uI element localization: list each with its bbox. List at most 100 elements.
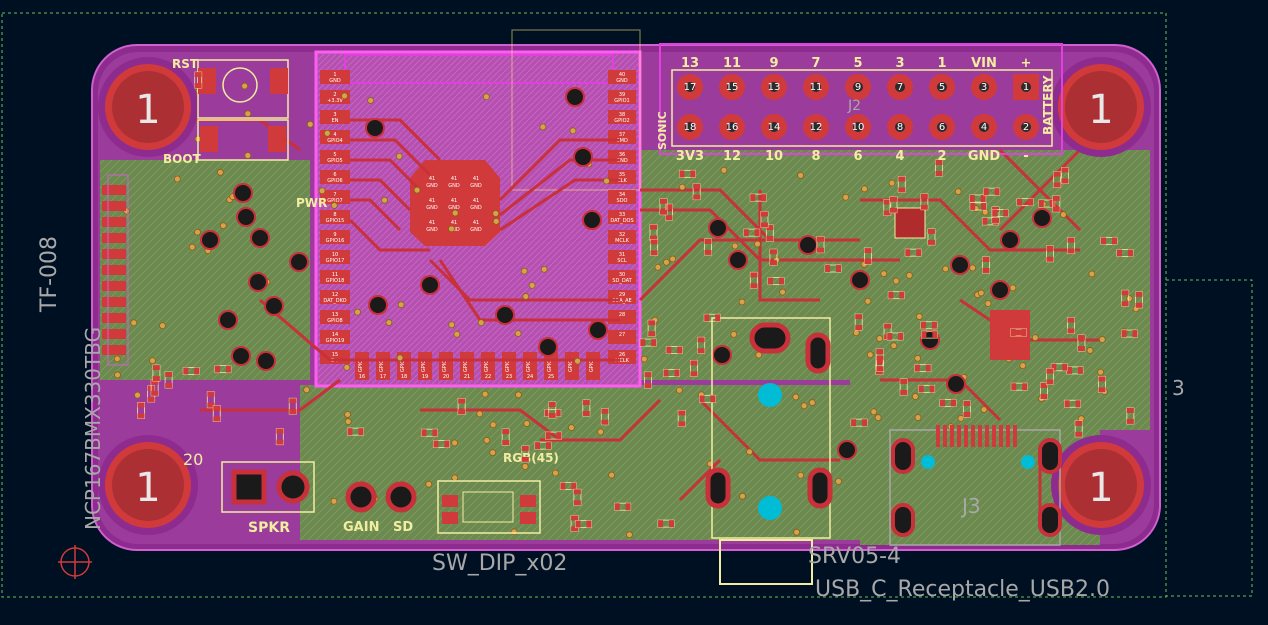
smd-part <box>1121 289 1130 307</box>
via <box>451 439 459 447</box>
via <box>954 188 962 195</box>
smd-part <box>679 169 696 178</box>
via <box>481 390 489 398</box>
via <box>1125 295 1133 303</box>
vias <box>113 73 1140 539</box>
esp-pin-number: 12 <box>332 292 338 298</box>
label-20: 20 <box>183 450 203 469</box>
esp-pin-name: CLK <box>617 178 627 184</box>
usb-ref: J3 <box>960 494 981 518</box>
label-3: 3 <box>1172 376 1185 400</box>
via <box>483 436 491 444</box>
pwr-label: PWR <box>296 196 327 210</box>
smd-part <box>421 428 438 437</box>
via <box>219 222 227 230</box>
through-hole <box>1032 208 1052 228</box>
through-hole <box>538 337 558 357</box>
via <box>1097 368 1105 376</box>
via <box>969 264 977 272</box>
pad-net: GND <box>426 205 438 211</box>
through-hole <box>248 272 268 292</box>
sd-pad <box>102 345 126 355</box>
header-pin-number: 7 <box>897 82 903 93</box>
via <box>134 391 141 399</box>
usb-pin <box>1013 425 1017 447</box>
smd-part <box>433 440 450 448</box>
through-hole <box>289 252 309 272</box>
via <box>244 152 252 159</box>
smd-part <box>876 354 884 372</box>
via <box>395 152 403 160</box>
via <box>523 420 531 427</box>
esp-pin-name: SDA_AE <box>612 298 631 304</box>
spkr-connector <box>221 461 315 513</box>
via <box>381 196 388 204</box>
via <box>738 298 746 306</box>
header-bottom-label: 12 <box>723 149 741 164</box>
esp-pin-name: GND <box>616 158 628 164</box>
svg-text:1: 1 <box>1088 465 1113 511</box>
sd-pad <box>102 329 126 339</box>
ground-pour-left <box>100 160 310 380</box>
smd-part <box>575 520 592 529</box>
header-pin-number: 1 <box>1023 82 1029 93</box>
esp-pin-name: GPIO15 <box>326 218 345 224</box>
smd-part <box>647 319 656 337</box>
via <box>800 402 808 410</box>
via <box>984 300 992 307</box>
via <box>330 497 338 505</box>
esp-pin-name: GPIO <box>358 360 364 372</box>
header-pin: 7 <box>887 74 913 100</box>
via <box>654 263 662 271</box>
header-bottom-label: 3V3 <box>676 149 704 164</box>
esp-pin-number: 34 <box>619 192 625 198</box>
usb-pin <box>1006 425 1010 447</box>
via <box>746 448 753 456</box>
smd-part <box>548 401 557 419</box>
ic-u-small <box>894 207 926 239</box>
esp-pin-number: 17 <box>380 374 386 380</box>
via <box>861 185 868 193</box>
smd-part <box>614 502 632 511</box>
header-pin-number: 6 <box>939 122 945 133</box>
esp-pin-number: 29 <box>619 292 625 298</box>
esp-pin-number: 3 <box>333 112 336 118</box>
header-pin: 17 <box>677 74 703 100</box>
smd-part <box>573 488 582 506</box>
smd-part <box>1098 375 1106 393</box>
smd-part <box>582 399 591 417</box>
through-hole <box>946 374 966 394</box>
header-pin: 18 <box>677 114 703 140</box>
via <box>569 127 577 135</box>
header-pin: 3 <box>971 74 997 100</box>
header-top-label: + <box>1021 56 1032 71</box>
esp-pin-number: 33 <box>619 212 625 218</box>
via <box>835 477 842 485</box>
mounting-hole-bottom-right: 1 <box>1051 435 1151 535</box>
via <box>888 179 896 187</box>
via <box>514 330 522 337</box>
via <box>914 414 922 421</box>
usb-pin <box>985 425 989 447</box>
pad-net: GND <box>426 227 438 233</box>
via <box>492 210 500 217</box>
smd-part <box>657 519 675 528</box>
via <box>842 193 850 201</box>
smd-part <box>1045 368 1054 385</box>
pad-number: 41 <box>473 176 479 182</box>
header-pin: 6 <box>929 114 955 140</box>
via <box>911 393 919 400</box>
smd-part <box>534 441 552 450</box>
via <box>876 335 884 342</box>
via <box>528 281 536 289</box>
via <box>870 408 878 416</box>
esp-pin-number: 40 <box>619 72 625 78</box>
header-pin-number: 16 <box>726 122 739 133</box>
mounting-hole-top-right: 1 <box>1051 57 1151 157</box>
smd-part <box>152 364 161 382</box>
